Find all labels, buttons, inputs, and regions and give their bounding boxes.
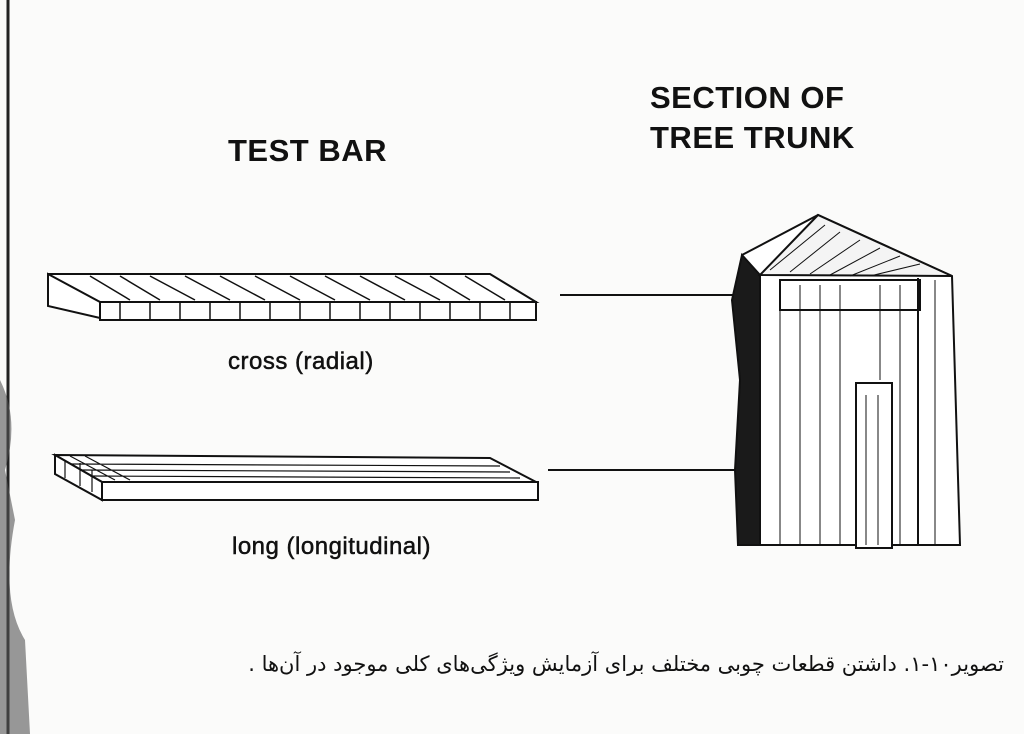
long-test-bar [51,453,539,502]
figure-caption: تصویر۱۰-۱. داشتن قطعات چوبی مختلف برای آ… [248,652,1004,676]
cross-test-bar [47,272,540,321]
long-longitudinal-label: long (longitudinal) [232,533,431,561]
cross-radial-label: cross (radial) [228,348,374,376]
page-binding [0,380,30,734]
tree-trunk-title: SECTION OF TREE TRUNK [650,78,855,158]
test-bar-title: TEST BAR [228,133,387,168]
tree-trunk-title-line1: SECTION OF [650,80,845,115]
tree-trunk-section [730,213,962,549]
tree-trunk-title-line2: TREE TRUNK [650,120,855,155]
